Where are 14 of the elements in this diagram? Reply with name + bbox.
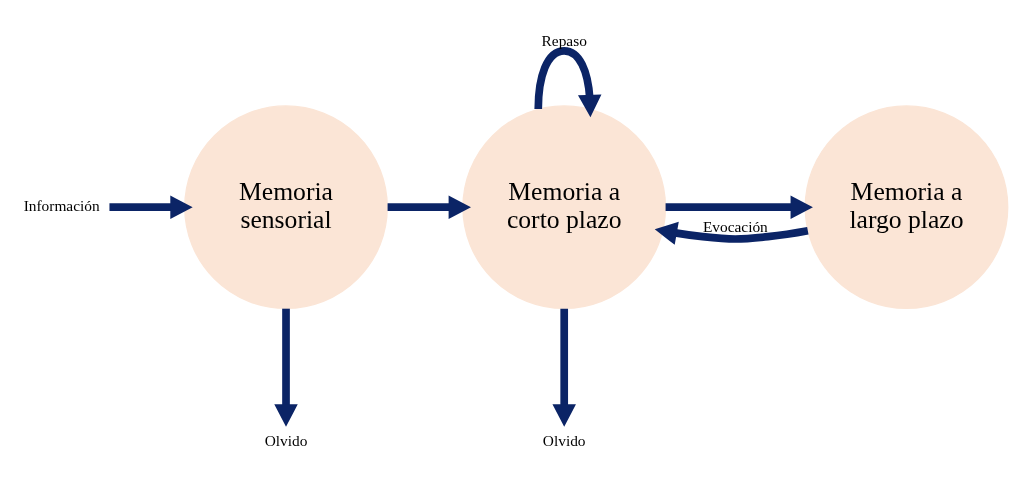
node-text: Olvido	[542, 431, 586, 449]
node-text: Información	[23, 197, 100, 215]
arrow	[665, 195, 813, 219]
edge-label: Evocación	[702, 218, 768, 236]
arrow	[654, 221, 809, 245]
node-circle: Memoria sensorial	[184, 105, 388, 310]
node-circle: Memoria a corto plazo	[462, 105, 667, 310]
arrow	[387, 195, 471, 219]
arrow	[534, 46, 602, 118]
edge-label: Repaso	[541, 32, 587, 50]
arrow	[274, 308, 298, 427]
node-circle: Memoria a largo plazo	[804, 105, 1009, 310]
arrow	[552, 308, 576, 427]
node-text: Olvido	[264, 431, 308, 449]
